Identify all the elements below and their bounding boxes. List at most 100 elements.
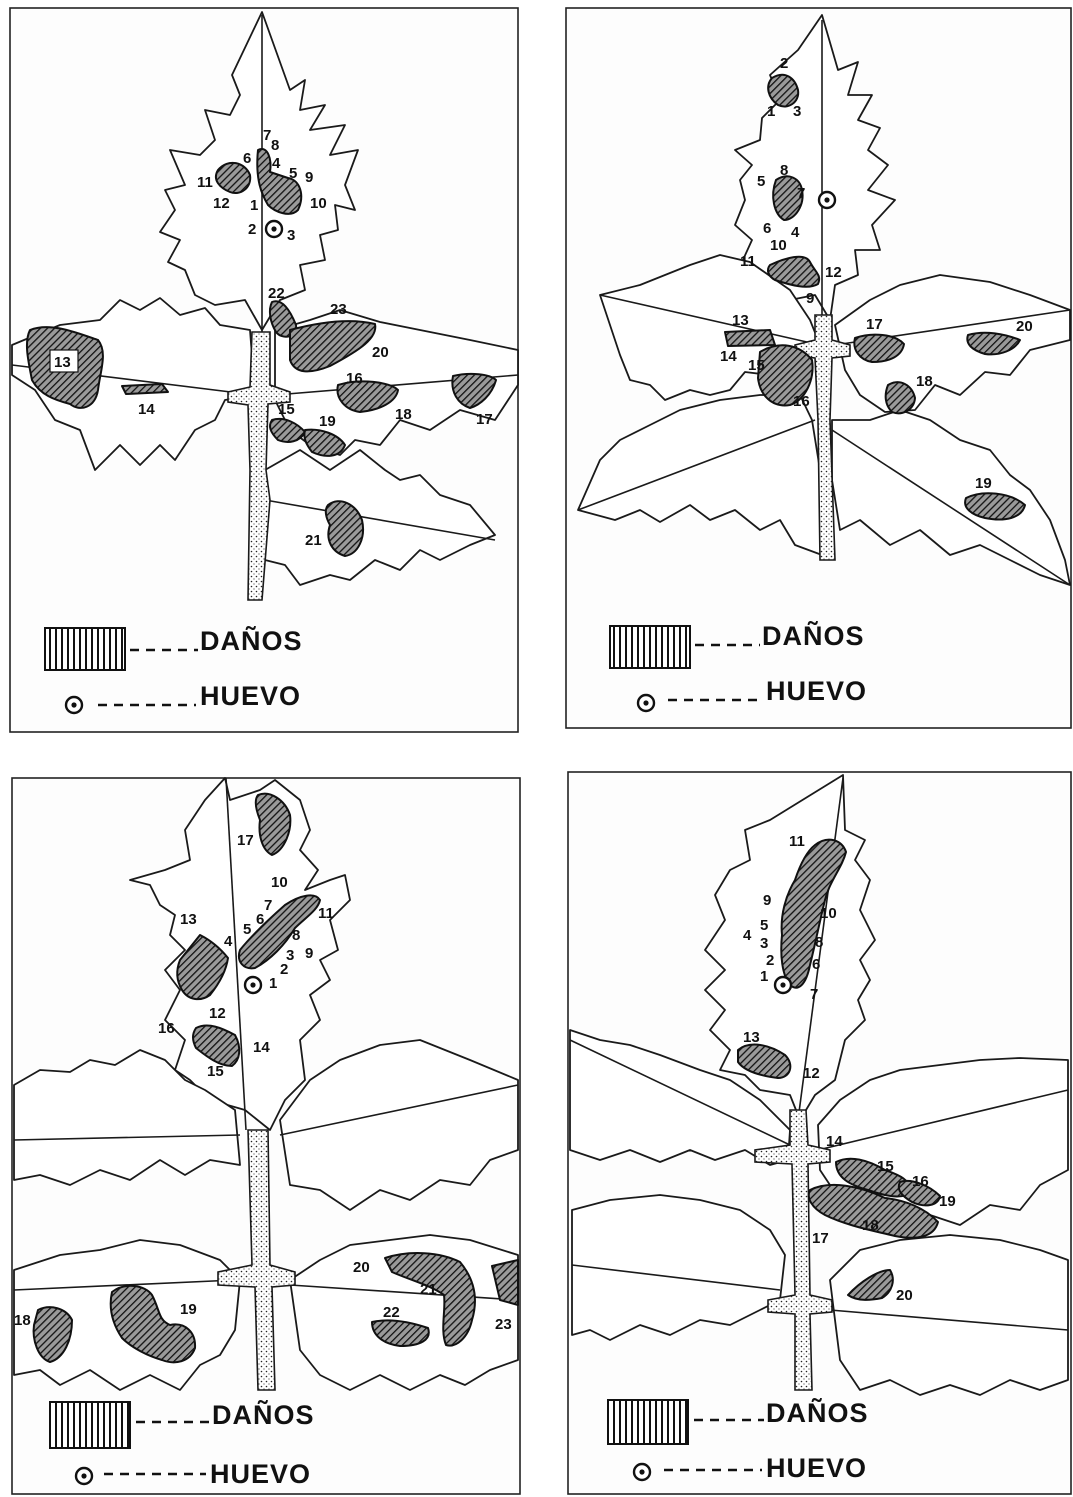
panel-1-label-4: 4 — [272, 155, 281, 172]
panel-2-label-3: 3 — [793, 103, 801, 120]
panel-2-label-17: 17 — [866, 316, 883, 333]
panel-4-label-3: 3 — [760, 935, 768, 952]
panel-4-label-8: 8 — [815, 934, 823, 951]
panel-2-label-14: 14 — [720, 348, 737, 365]
panel-1-label-18: 18 — [395, 406, 412, 423]
panel-2-label-15: 15 — [748, 357, 765, 374]
panel-4-label-11: 11 — [789, 833, 805, 850]
damage-area — [725, 330, 775, 346]
panel-1-damage-swatch — [45, 628, 125, 670]
panel-2-egg-label: HUEVO — [766, 676, 867, 706]
panel-2-label-19: 19 — [975, 475, 992, 492]
panel-4: 1 2 3 4 5 6 7 8 9 10 11 12 13 14 15 16 1… — [568, 772, 1071, 1494]
panel-2-label-7: 7 — [797, 185, 805, 202]
panel-3-label-11: 11 — [318, 905, 334, 922]
panel-3-label-15: 15 — [207, 1063, 224, 1080]
panel-2-label-6: 6 — [763, 220, 771, 237]
damage-area — [122, 384, 168, 394]
panel-2-label-13: 13 — [732, 312, 749, 329]
panel-1-label-20: 20 — [372, 344, 389, 361]
panel-3-label-10: 10 — [271, 874, 288, 891]
panel-1-egg-label: HUEVO — [200, 681, 301, 711]
panel-1-label-13: 13 — [54, 354, 71, 371]
panel-3-label-23: 23 — [495, 1316, 512, 1333]
panel-4-label-16: 16 — [912, 1173, 929, 1190]
panel-2-label-20: 20 — [1016, 318, 1033, 335]
panel-3-label-5: 5 — [243, 921, 251, 938]
panel-3-label-3: 3 — [286, 947, 294, 964]
panel-1-label-8: 8 — [271, 137, 279, 154]
panel-4-label-18: 18 — [862, 1217, 879, 1234]
panel-3-damage-swatch — [50, 1402, 130, 1448]
panel-4-label-10: 10 — [820, 905, 837, 922]
panel-1-egg-marker — [266, 221, 282, 237]
panel-4-label-1: 1 — [760, 968, 768, 985]
panel-2-label-18: 18 — [916, 373, 933, 390]
panel-3-label-12: 12 — [209, 1005, 226, 1022]
panel-2-label-9: 9 — [806, 290, 814, 307]
panel-4-label-2: 2 — [766, 952, 774, 969]
panel-3-label-9: 9 — [305, 945, 313, 962]
panel-1-label-12: 12 — [213, 195, 230, 212]
panel-1-label-11: 11 — [197, 174, 213, 191]
panel-1-label-15: 15 — [278, 401, 295, 418]
panel-2-egg-marker — [819, 192, 835, 208]
panel-4-label-12: 12 — [803, 1065, 820, 1082]
panel-3-label-8: 8 — [292, 927, 300, 944]
panel-4-label-19: 19 — [939, 1193, 956, 1210]
panel-3-label-1: 1 — [269, 975, 277, 992]
panel-2-label-4: 4 — [791, 224, 800, 241]
panel-1-label-14: 14 — [138, 401, 155, 418]
panel-2: 1 2 3 4 5 6 7 8 9 10 11 12 13 14 15 16 1… — [566, 8, 1071, 728]
panel-1-label-5: 5 — [289, 165, 297, 182]
panel-4-egg-label: HUEVO — [766, 1453, 867, 1483]
panel-2-label-10: 10 — [770, 237, 787, 254]
panel-3-egg-label: HUEVO — [210, 1459, 311, 1489]
panel-4-label-17: 17 — [812, 1230, 829, 1247]
panel-4-label-7: 7 — [810, 986, 818, 1003]
panel-4-damage-label: DAÑOS — [766, 1397, 869, 1428]
panel-2-label-8: 8 — [780, 162, 788, 179]
panel-3-label-18: 18 — [14, 1312, 31, 1329]
panel-3-label-21: 21 — [420, 1281, 437, 1298]
panel-4-label-20: 20 — [896, 1287, 913, 1304]
panel-3-label-20: 20 — [353, 1259, 370, 1276]
panel-1-label-9: 9 — [305, 169, 313, 186]
panel-4-label-14: 14 — [826, 1133, 843, 1150]
panel-3-label-16: 16 — [158, 1020, 175, 1037]
panel-3-label-22: 22 — [383, 1304, 400, 1321]
panel-1-label-2: 2 — [248, 221, 256, 238]
panel-4-egg-marker — [775, 977, 791, 993]
panel-4-label-6: 6 — [812, 956, 820, 973]
panel-2-label-11: 11 — [740, 253, 756, 270]
panel-2-label-12: 12 — [825, 264, 842, 281]
panel-4-label-4: 4 — [743, 927, 752, 944]
panel-1: 1 2 3 4 5 6 7 8 9 10 11 12 13 14 15 16 1… — [10, 8, 518, 732]
panel-1-damage-label: DAÑOS — [200, 625, 303, 656]
panel-3-label-14: 14 — [253, 1039, 270, 1056]
panel-1-label-1: 1 — [250, 197, 258, 214]
panel-3: 1 2 3 4 5 6 7 8 9 10 11 12 13 14 15 16 1… — [12, 778, 520, 1494]
panel-1-label-10: 10 — [310, 195, 327, 212]
panel-1-label-16: 16 — [346, 370, 363, 387]
panel-2-label-5: 5 — [757, 173, 765, 190]
panel-3-label-13: 13 — [180, 911, 197, 928]
panel-3-label-19: 19 — [180, 1301, 197, 1318]
panel-1-label-3: 3 — [287, 227, 295, 244]
panel-4-label-15: 15 — [877, 1158, 894, 1175]
panel-3-label-17: 17 — [237, 832, 254, 849]
panel-3-damage-label: DAÑOS — [212, 1399, 315, 1430]
panel-4-label-9: 9 — [763, 892, 771, 909]
panel-4-label-5: 5 — [760, 917, 768, 934]
panel-1-label-22: 22 — [268, 285, 285, 302]
panel-3-egg-marker — [245, 977, 261, 993]
panel-2-damage-label: DAÑOS — [762, 620, 865, 651]
panel-2-label-1: 1 — [767, 103, 775, 120]
panel-2-label-2: 2 — [780, 55, 788, 72]
panel-2-damage-swatch — [610, 626, 690, 668]
panel-2-label-16: 16 — [793, 393, 810, 410]
panel-4-label-13: 13 — [743, 1029, 760, 1046]
panel-1-label-23: 23 — [330, 301, 347, 318]
